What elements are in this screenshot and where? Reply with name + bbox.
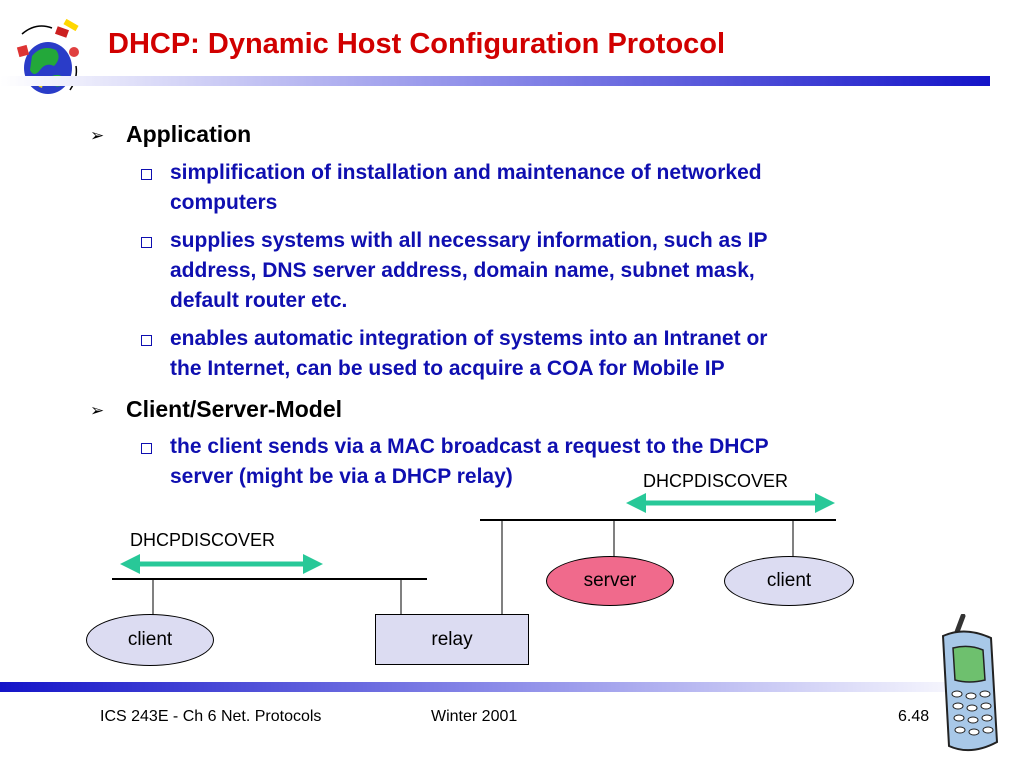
arrow-bullet-icon: ➢ [90, 126, 105, 145]
section-heading-client-server: Client/Server-Model [126, 396, 342, 422]
square-bullet-icon [141, 237, 152, 248]
left-message-label: DHCPDISCOVER [130, 530, 276, 550]
square-bullet-icon [141, 443, 152, 454]
right-client-node: client [724, 556, 854, 606]
server-node: server [546, 556, 674, 606]
section-heading-application: Application [126, 121, 252, 147]
left-client-node: client [86, 614, 214, 666]
title-underline [0, 76, 990, 86]
slide-title: DHCP: Dynamic Host Configuration Protoco… [108, 28, 726, 60]
relay-node: relay [375, 614, 529, 665]
square-bullet-icon [141, 335, 152, 346]
mobile-phone-icon [941, 614, 999, 752]
bullet-item: simplification of installation and maint… [170, 161, 762, 214]
footer-rule [0, 682, 990, 692]
footer-term: Winter 2001 [431, 708, 518, 725]
arrow-bullet-icon: ➢ [90, 401, 105, 420]
bullet-item: enables automatic integration of systems… [170, 327, 768, 380]
bullet-item: supplies systems with all necessary info… [170, 229, 768, 312]
page-number: 6.48 [898, 708, 930, 725]
bullet-item: the client sends via a MAC broadcast a r… [170, 435, 769, 488]
square-bullet-icon [141, 169, 152, 180]
right-message-label: DHCPDISCOVER [643, 471, 789, 491]
footer-course: ICS 243E - Ch 6 Net. Protocols [100, 708, 322, 725]
